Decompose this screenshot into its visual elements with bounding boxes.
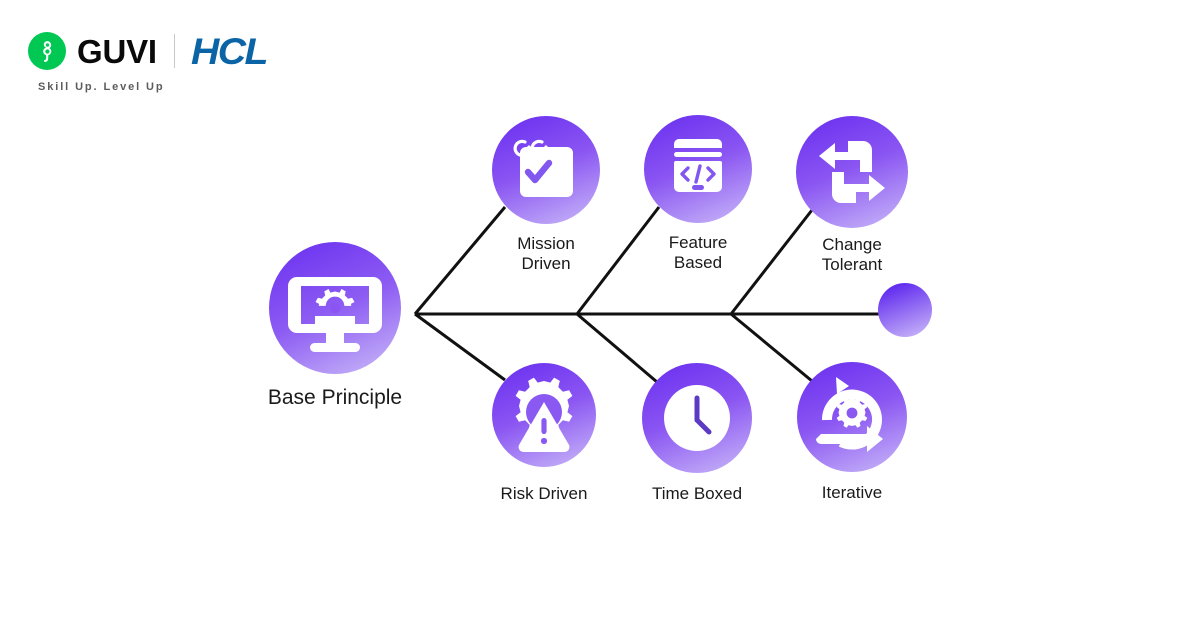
brand-logo-row: GUVI HCL — [28, 28, 268, 74]
brand-header: GUVI HCL Skill Up. Level Up — [28, 28, 268, 93]
arrow-left-top — [819, 141, 872, 172]
node-time-boxed[interactable] — [642, 363, 752, 473]
clock-hands — [694, 395, 712, 435]
clipboard-ring-right — [530, 139, 548, 157]
mobile-code-icon — [674, 139, 722, 192]
node-feature-based[interactable] — [644, 115, 752, 223]
bone-risk-driven — [414, 312, 506, 382]
clipboard-check-icon — [513, 139, 573, 197]
guvi-wordmark: GUVI — [77, 32, 157, 70]
node-mission-driven[interactable] — [492, 116, 600, 224]
spine-head-dot — [878, 283, 932, 337]
monitor-stand-neck — [326, 333, 344, 345]
guvi-g-mark-icon — [28, 32, 66, 70]
node-change-tolerant-circle — [796, 116, 908, 228]
inner-gear — [836, 397, 868, 428]
refresh-arrowhead — [836, 377, 849, 394]
bone-iterative — [730, 312, 813, 383]
warning-exclamation-dot — [540, 437, 548, 445]
brand-tagline: Skill Up. Level Up — [38, 81, 165, 93]
monitor-gear-icon — [288, 277, 382, 352]
bone-change-tolerant — [729, 209, 814, 315]
clipboard-ring-left — [513, 139, 531, 157]
node-base-principle[interactable] — [269, 242, 401, 374]
bone-time-boxed — [576, 312, 658, 384]
device-top-line — [674, 152, 722, 157]
hcl-wordmark: HCL — [190, 30, 268, 72]
monitor-stand-base — [310, 343, 360, 352]
brand-divider — [173, 34, 175, 68]
warning-exclamation-bar — [541, 418, 547, 434]
code-brackets-glyph — [680, 164, 716, 184]
node-change-tolerant[interactable] — [796, 116, 908, 228]
gear-warning-icon — [515, 377, 573, 452]
node-risk-driven[interactable] — [492, 363, 596, 467]
progress-arrow — [816, 426, 883, 452]
bone-lines — [413, 206, 814, 384]
node-iterative[interactable] — [797, 362, 907, 472]
device-top-bar — [674, 139, 722, 148]
arrow-right-bottom — [832, 172, 885, 203]
bone-feature-based — [575, 206, 661, 315]
swap-arrows-icon — [819, 141, 885, 203]
clipboard-checkmark — [524, 159, 553, 184]
refresh-gear-arrow-icon — [816, 377, 883, 452]
bone-mission-driven — [413, 206, 507, 315]
device-home-button — [692, 185, 704, 190]
